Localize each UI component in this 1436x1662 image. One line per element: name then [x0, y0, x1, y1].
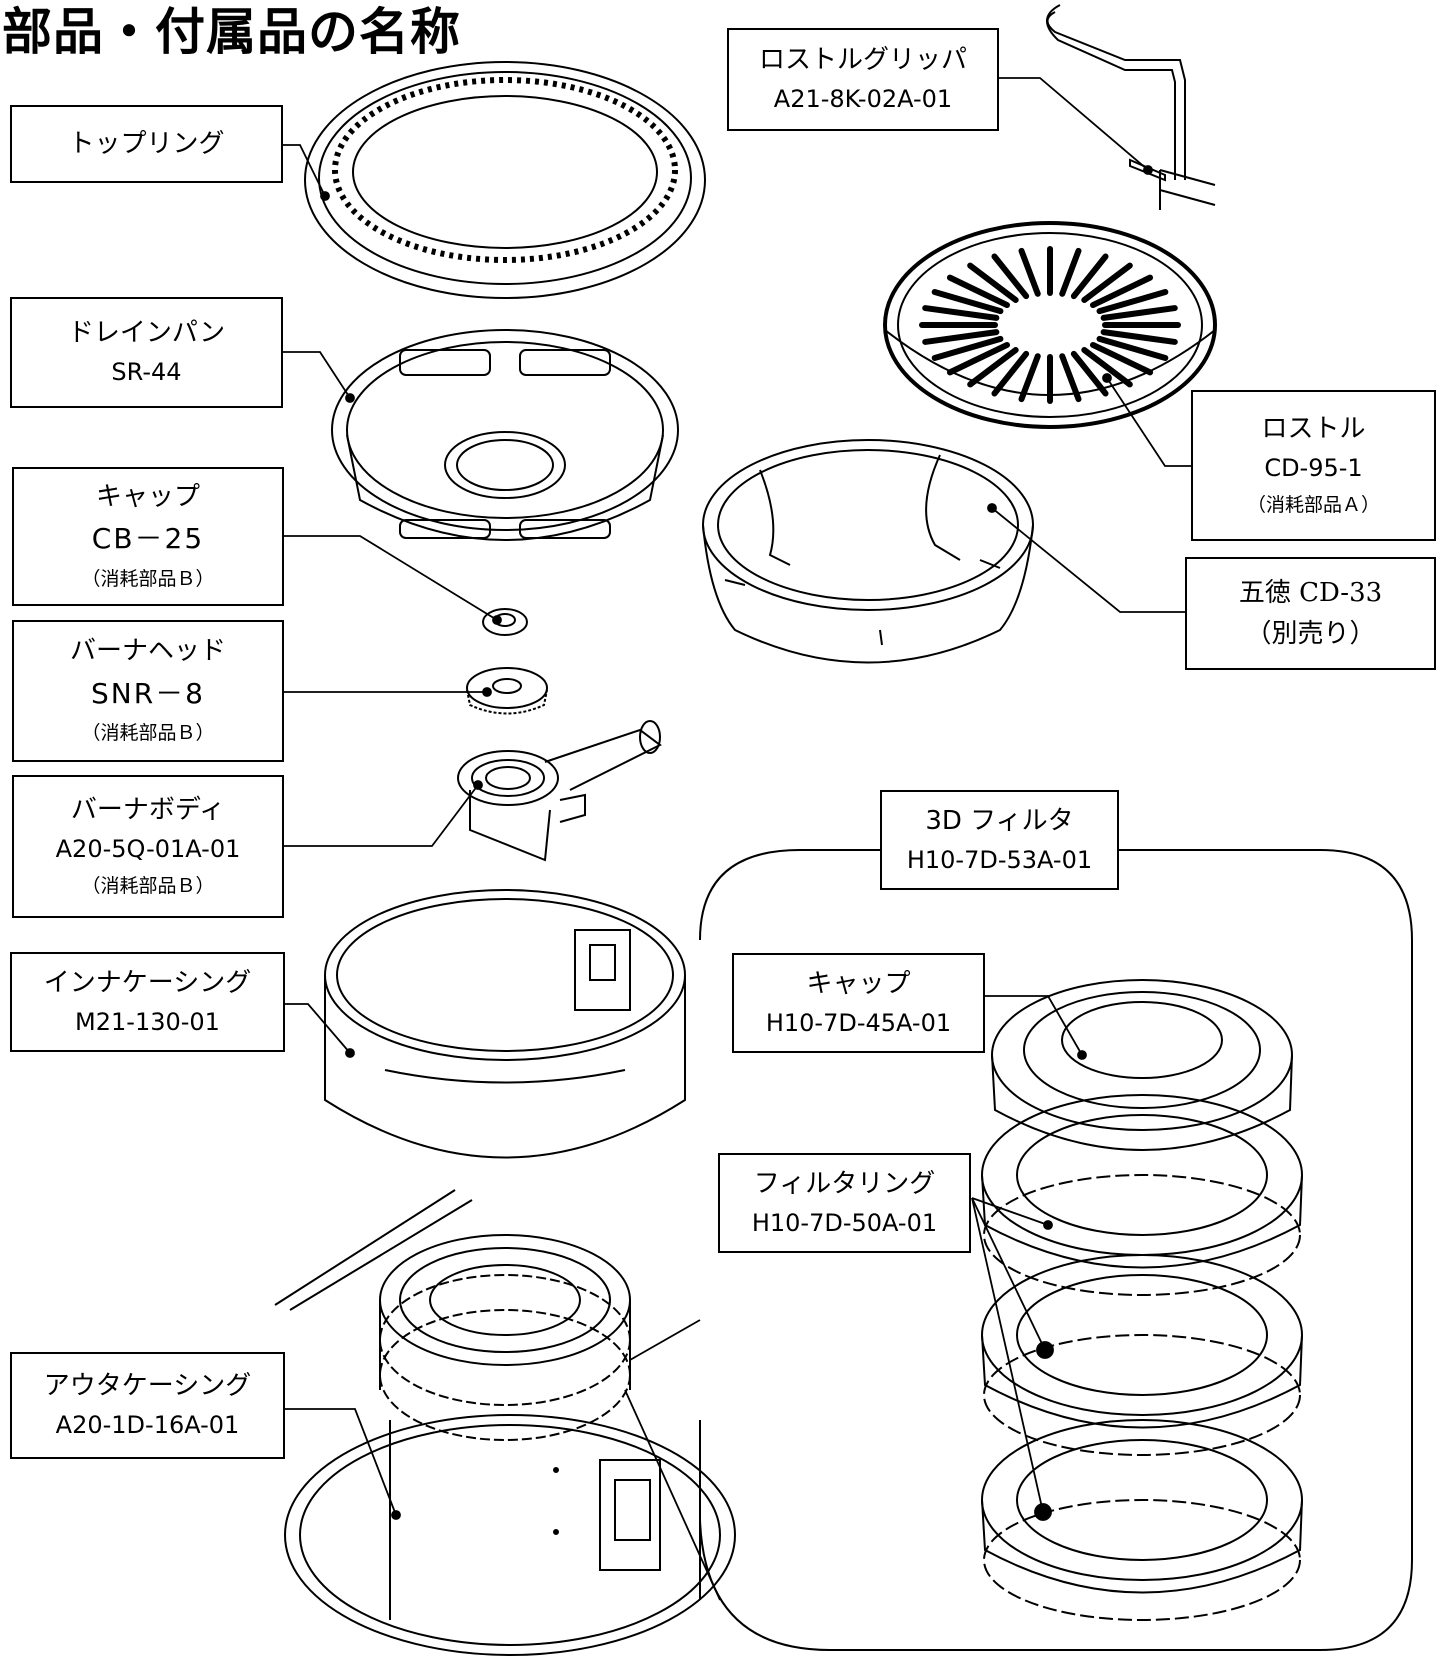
label-drain-pan: ドレインパン SR-44	[10, 297, 283, 408]
gotoku-name: 五徳 CD-33	[1238, 578, 1383, 609]
roster-gripper-drawing	[1046, 4, 1216, 210]
grill-slot	[967, 262, 1019, 303]
roster-drawing	[883, 221, 1217, 429]
outer-casing-code: A20-1D-16A-01	[55, 1411, 240, 1440]
inner-casing-name: インナケーシング	[43, 967, 252, 998]
label-gotoku: 五徳 CD-33 （別売り）	[1185, 557, 1436, 670]
grill-slot	[991, 253, 1030, 300]
filter-ring-drawing-2	[981, 1254, 1303, 1456]
grill-slot	[1059, 247, 1082, 297]
grill-slot	[1096, 335, 1169, 361]
drain-pan-code: SR-44	[111, 358, 182, 387]
grill-slot	[1059, 353, 1082, 403]
roster-code: CD-95-1	[1264, 454, 1363, 483]
label-filter-ring: フィルタリング H10-7D-50A-01	[718, 1153, 971, 1253]
inner-casing-code: M21-130-01	[75, 1007, 220, 1036]
grill-slot	[1096, 289, 1169, 315]
small-filter-stack-drawing	[379, 1234, 631, 1441]
grill-slot	[1081, 347, 1133, 388]
roster-note: （消耗部品Ａ）	[1246, 493, 1380, 516]
label-roster: ロストル CD-95-1 （消耗部品Ａ）	[1191, 390, 1436, 541]
label-burner-head: バーナヘッド SNR－8 （消耗部品Ｂ）	[12, 620, 284, 762]
top-ring-name: トップリング	[68, 128, 225, 159]
outer-casing-drawing	[284, 1414, 736, 1656]
drain-pan-drawing	[331, 329, 679, 541]
label-cap: キャップ CB－25 （消耗部品Ｂ）	[12, 467, 284, 606]
cap-name: キャップ	[95, 481, 200, 512]
filter-ring-drawing-1	[981, 1094, 1303, 1296]
page-title: 部品・付属品の名称	[2, 3, 461, 61]
grill-slot	[931, 335, 1004, 361]
label-outer-casing: アウタケーシング A20-1D-16A-01	[10, 1352, 285, 1459]
grill-slot	[1090, 341, 1154, 376]
cap-drawing	[482, 608, 528, 636]
grill-slot	[1100, 305, 1178, 321]
gotoku-drawing	[702, 439, 1034, 664]
cap-note: （消耗部品Ｂ）	[81, 567, 215, 590]
grill-slot	[931, 289, 1004, 315]
burner-body-note: （消耗部品Ｂ）	[81, 874, 215, 897]
grill-slot	[922, 329, 1000, 345]
grill-slot	[1081, 262, 1133, 303]
burner-head-drawing	[466, 667, 548, 715]
burner-head-name: バーナヘッド	[69, 636, 226, 667]
burner-head-code: SNR－8	[91, 676, 205, 710]
filter-3d-code: H10-7D-53A-01	[906, 845, 1093, 874]
grill-slot	[946, 341, 1010, 376]
grill-slot	[1018, 353, 1041, 403]
filter-cap-drawing	[991, 979, 1293, 1151]
cap-code: CB－25	[91, 522, 205, 556]
label-filter-cap: キャップ H10-7D-45A-01	[732, 953, 985, 1053]
grill-slot	[1070, 253, 1109, 300]
grill-slot	[1100, 329, 1178, 345]
label-top-ring: トップリング	[10, 105, 283, 183]
roster-gripper-name: ロストルグリッパ	[758, 45, 967, 76]
filter-cap-name: キャップ	[806, 968, 911, 999]
inner-casing-drawing	[324, 889, 686, 1159]
grill-slot	[1070, 350, 1109, 397]
outer-casing-name: アウタケーシング	[43, 1371, 252, 1402]
label-roster-gripper: ロストルグリッパ A21-8K-02A-01	[727, 28, 999, 131]
filter-ring-code: H10-7D-50A-01	[751, 1208, 938, 1237]
roster-name: ロストル	[1261, 414, 1366, 445]
label-burner-body: バーナボディ A20-5Q-01A-01 （消耗部品Ｂ）	[12, 775, 284, 918]
top-ring-drawing	[304, 61, 706, 299]
burner-body-code: A20-5Q-01A-01	[55, 835, 241, 864]
gotoku-note: （別売り）	[1245, 618, 1376, 649]
drain-pan-name: ドレインパン	[67, 318, 226, 349]
filter-cap-code: H10-7D-45A-01	[765, 1008, 952, 1037]
grill-slot	[967, 347, 1019, 388]
roster-gripper-code: A21-8K-02A-01	[773, 85, 953, 114]
grill-slot	[1018, 247, 1041, 297]
grill-slot	[991, 350, 1030, 397]
guide-line	[274, 1189, 456, 1306]
guide-line	[289, 1199, 473, 1311]
filter-group-boundary	[699, 849, 1413, 1651]
label-inner-casing: インナケーシング M21-130-01	[10, 952, 285, 1052]
burner-head-note: （消耗部品Ｂ）	[81, 722, 215, 745]
grill-slot	[1090, 274, 1154, 309]
grill-slot	[946, 274, 1010, 309]
burner-body-drawing	[457, 720, 662, 862]
filter-3d-name: 3D フィルタ	[925, 805, 1074, 836]
burner-body-name: バーナボディ	[70, 795, 226, 826]
filter-ring-name: フィルタリング	[753, 1168, 936, 1199]
grill-slot	[922, 305, 1000, 321]
filter-ring-drawing-3	[981, 1419, 1303, 1621]
label-3d-filter: 3D フィルタ H10-7D-53A-01	[880, 790, 1119, 890]
